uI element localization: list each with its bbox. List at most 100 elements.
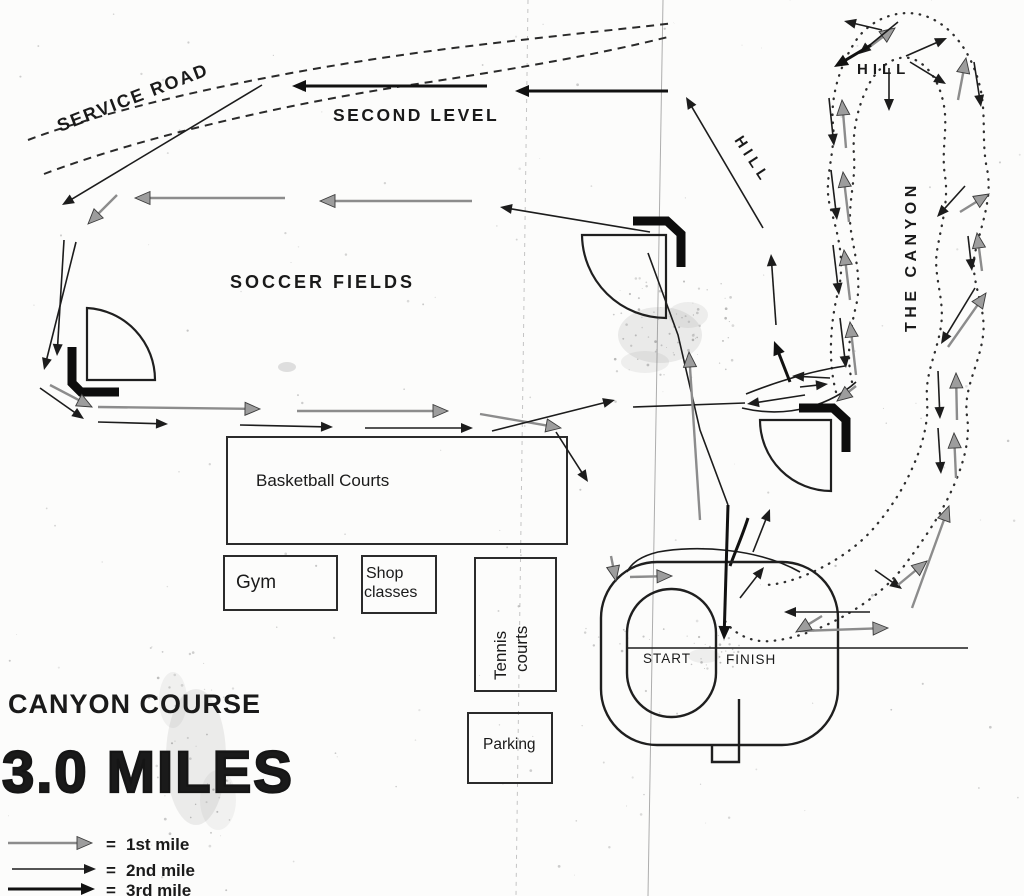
arrow-mile-t xyxy=(941,287,976,344)
fold-line xyxy=(647,0,664,896)
arrow-mile-g xyxy=(949,371,964,421)
course-path-road xyxy=(27,22,675,141)
arrow-mile-t xyxy=(832,244,843,295)
hill-mid-label: HILL xyxy=(731,133,774,187)
course-arrows xyxy=(8,18,990,895)
arrow-mile-t xyxy=(97,418,168,429)
arrow-mile-t xyxy=(830,169,841,220)
the-canyon-label: THE CANYON xyxy=(903,181,920,332)
arrow-mile-k xyxy=(773,341,792,383)
arrow-mile-t xyxy=(500,204,651,233)
arrow-mile-g xyxy=(867,27,896,49)
arrow-mile-t xyxy=(909,61,946,84)
finish-chute xyxy=(710,699,741,764)
parking-area xyxy=(467,712,553,784)
parking-label: Parking xyxy=(483,736,536,753)
arrow-mile-t xyxy=(884,68,894,111)
arrow-mile-g xyxy=(947,292,987,348)
arrow-mile-g xyxy=(682,350,702,521)
shop-classes-building xyxy=(361,555,437,614)
arrow-mile-k xyxy=(718,504,731,640)
backstop-center xyxy=(633,216,686,267)
fold-lines xyxy=(515,0,664,896)
fold-line-dashed xyxy=(515,0,529,896)
arrow-mile-g xyxy=(799,621,890,636)
arrow-mile-t xyxy=(905,38,947,57)
scan-noise xyxy=(7,0,1021,893)
arrow-mile-t xyxy=(792,371,831,382)
arrow-mile-g xyxy=(836,385,857,402)
arrow-mile-t xyxy=(799,380,828,391)
arrow-mile-t xyxy=(839,317,850,368)
baseball-diamond-center xyxy=(580,233,668,320)
buildings xyxy=(223,436,568,784)
arrow-mile-g xyxy=(297,403,450,419)
basketball-courts-area xyxy=(226,436,568,545)
backstop-east xyxy=(799,403,851,452)
arrow-mile-t xyxy=(491,398,615,432)
arrow-mile-t xyxy=(365,423,473,433)
course-path-thin xyxy=(632,402,746,408)
course-path-thin xyxy=(626,547,801,573)
arrow-mile-g xyxy=(838,248,853,301)
arrow-mile-g xyxy=(97,401,262,416)
arrow-mile-k xyxy=(515,85,668,97)
course-path-thin xyxy=(745,365,846,395)
baseball-diamond-east xyxy=(758,418,833,493)
track-outer-oval xyxy=(599,560,840,747)
start-label: START xyxy=(643,651,691,666)
arrow-mile-t xyxy=(555,431,588,482)
arrow-mile-t xyxy=(784,607,870,617)
course-path-thick xyxy=(728,517,750,567)
gym-label: Gym xyxy=(236,572,276,593)
arrow-mile-g xyxy=(837,170,852,223)
arrow-mile-t xyxy=(739,567,764,599)
arrow-mile-g xyxy=(959,193,990,214)
arrow-mile-t xyxy=(752,509,771,553)
legend-eq-3: = xyxy=(106,881,116,896)
arrow-mile-t xyxy=(239,421,333,432)
arrow-mile-g xyxy=(605,555,621,583)
legend-label-3rd-mile: 3rd mile xyxy=(126,881,191,896)
legend: = 1st mile = 2nd mile = 3rd mile xyxy=(106,835,195,896)
arrow-mile-k xyxy=(834,43,872,67)
arrow-mile-t xyxy=(844,18,883,31)
arrow-mile-g xyxy=(971,231,987,272)
course-paths xyxy=(27,12,990,643)
arrow-mile-t xyxy=(874,569,902,589)
finish-label: FINISH xyxy=(726,652,776,667)
arrow-mile-t xyxy=(62,84,263,205)
arrow-mile-k xyxy=(8,883,95,895)
arrow-mile-g xyxy=(947,431,962,479)
track xyxy=(599,560,968,764)
arrow-mile-g xyxy=(956,56,971,101)
arrow-mile-t xyxy=(937,185,966,217)
arrow-mile-g xyxy=(910,504,951,609)
backstop-west xyxy=(67,347,119,397)
arrow-mile-g xyxy=(629,569,674,584)
hill-top-label: HILL xyxy=(857,61,910,78)
arrow-mile-t xyxy=(965,235,976,271)
baseball-diamond-west xyxy=(85,306,157,382)
service-road-label: SERVICE ROAD xyxy=(54,59,211,135)
arrow-mile-g xyxy=(318,193,472,209)
arrow-mile-t xyxy=(766,254,777,326)
arrow-mile-g xyxy=(836,98,851,149)
arrow-mile-g xyxy=(795,614,823,633)
basketball-courts-label: Basketball Courts xyxy=(256,471,389,490)
shop-classes-label-line2: classes xyxy=(364,584,417,601)
legend-eq-2: = xyxy=(106,861,116,880)
legend-label-2nd-mile: 2nd mile xyxy=(126,861,195,880)
soccer-fields-label: SOCCER FIELDS xyxy=(230,272,415,292)
gym-building xyxy=(223,555,338,611)
arrow-mile-g xyxy=(897,560,928,586)
arrow-mile-g xyxy=(49,383,94,408)
arrow-mile-t xyxy=(934,370,945,419)
baseball-diamonds xyxy=(67,216,851,493)
course-path-rim xyxy=(762,56,948,587)
course-path-road xyxy=(43,36,669,175)
arrow-mile-g xyxy=(8,835,94,851)
